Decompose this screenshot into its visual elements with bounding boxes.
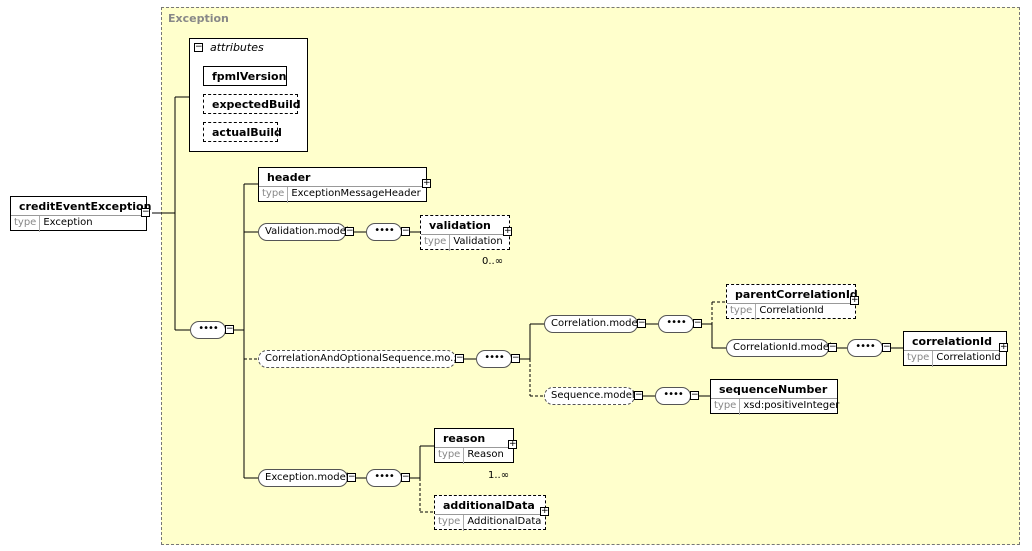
sequence-compositor: •••• — [366, 223, 402, 241]
frame-title: Exception — [168, 12, 229, 25]
cardinality-label: 1..∞ — [488, 470, 510, 481]
group-sequence-model[interactable]: Sequence.model — [544, 387, 635, 405]
type-value: Reason — [467, 449, 504, 460]
attribute-expectedBuild[interactable]: expectedBuild — [203, 94, 301, 114]
sequence-compositor: •••• — [847, 339, 883, 357]
element-name: creditEventException — [19, 200, 152, 213]
type-key: type — [435, 448, 465, 464]
element-name: correlationId — [912, 335, 992, 348]
type-value: Exception — [43, 217, 93, 228]
sequence-compositor: •••• — [658, 315, 694, 333]
element-name: additionalData — [443, 499, 535, 512]
type-key: type — [435, 515, 465, 531]
attribute-actualBuild[interactable]: actualBuild — [203, 122, 282, 142]
collapse-icon[interactable] — [141, 208, 150, 217]
type-key: type — [904, 351, 934, 367]
cardinality-label: 0..∞ — [482, 256, 504, 267]
type-value: xsd:positiveInteger — [743, 400, 840, 411]
group-correlation-and-optional-sequence[interactable]: CorrelationAndOptionalSequence.mo... — [258, 350, 460, 368]
collapse-icon[interactable] — [401, 473, 410, 482]
sequence-compositor: •••• — [476, 350, 512, 368]
type-key: type — [11, 216, 41, 232]
collapse-icon[interactable] — [690, 391, 699, 400]
collapse-icon[interactable] — [194, 43, 203, 52]
type-key: type — [421, 235, 451, 251]
element-name: reason — [443, 432, 486, 445]
collapse-icon[interactable] — [347, 473, 356, 482]
type-value: CorrelationId — [759, 305, 824, 316]
element-name: parentCorrelationId — [735, 288, 858, 301]
collapse-icon[interactable] — [511, 354, 520, 363]
attributes-label: attributes — [210, 41, 264, 54]
group-exception-model[interactable]: Exception.model — [258, 469, 349, 487]
collapse-icon[interactable] — [345, 227, 354, 236]
group-validation-model[interactable]: Validation.model — [258, 223, 349, 241]
type-value: CorrelationId — [936, 352, 1001, 363]
collapse-icon[interactable] — [634, 391, 643, 400]
collapse-icon[interactable] — [882, 343, 891, 352]
expand-icon[interactable] — [508, 440, 517, 449]
group-correlationid-model[interactable]: CorrelationId.model — [726, 339, 832, 357]
expand-icon[interactable] — [850, 296, 859, 305]
expand-icon[interactable] — [540, 507, 549, 516]
collapse-icon[interactable] — [828, 343, 837, 352]
expand-icon[interactable] — [503, 227, 512, 236]
group-correlation-model[interactable]: Correlation.model — [544, 315, 640, 333]
element-name: sequenceNumber — [719, 383, 828, 396]
attribute-fpmlVersion[interactable]: fpmlVersion — [203, 66, 287, 86]
expand-icon[interactable] — [422, 179, 431, 188]
type-value: AdditionalData — [467, 516, 542, 527]
type-value: ExceptionMessageHeader — [291, 188, 421, 199]
type-key: type — [727, 304, 757, 320]
type-key: type — [711, 399, 741, 415]
collapse-icon[interactable] — [401, 227, 410, 236]
collapse-icon[interactable] — [693, 319, 702, 328]
sequence-compositor: •••• — [655, 387, 691, 405]
type-value: Validation — [453, 236, 503, 247]
element-name: validation — [429, 219, 491, 232]
element-name: header — [267, 171, 311, 184]
collapse-icon[interactable] — [637, 319, 646, 328]
collapse-icon[interactable] — [455, 354, 464, 363]
type-key: type — [259, 187, 289, 203]
sequence-compositor: •••• — [366, 469, 402, 487]
collapse-icon[interactable] — [225, 325, 234, 334]
sequence-compositor: •••• — [190, 321, 226, 339]
expand-icon[interactable] — [999, 343, 1008, 352]
